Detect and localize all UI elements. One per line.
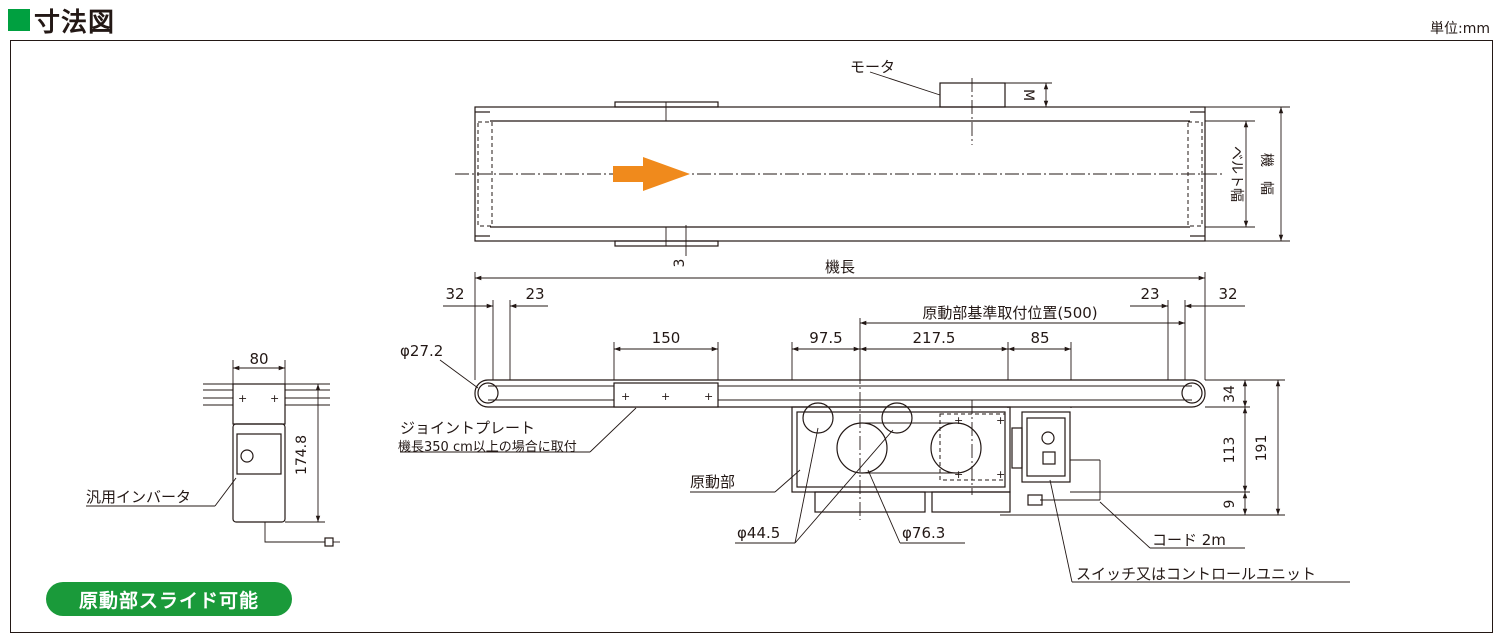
drive-slidable-badge: 原動部スライド可能 [46, 582, 292, 616]
svg-text:+: + [996, 468, 1005, 481]
inverter-bracket [232, 383, 286, 425]
inverter-plug-icon [324, 537, 334, 547]
cord-label: コード 2m [1152, 531, 1226, 549]
dim-34-label: 34 [1222, 385, 1238, 403]
unit-label: 単位:mm [1430, 21, 1490, 37]
drive-unit-body [791, 406, 1011, 493]
belt-width-label: ベルト幅 [1228, 146, 1244, 202]
svg-text:+: + [704, 390, 713, 403]
svg-text:+: + [621, 390, 630, 403]
inverter-view: + + 80 174.8 汎用インバータ [86, 350, 340, 547]
dim-9-label: 9 [1222, 500, 1238, 509]
svg-text:+: + [996, 414, 1005, 427]
drive-unit-label: 原動部 [690, 473, 735, 491]
dim-23-left-label: 23 [525, 285, 544, 303]
pulley-44-5-left [802, 402, 834, 434]
svg-text:+: + [954, 414, 963, 427]
joint-plate-label: ジョイントプレート [400, 419, 535, 437]
dim-23-right-label: 23 [1140, 285, 1159, 303]
dim-85-label: 85 [1030, 329, 1049, 347]
dim-150-label: 150 [652, 329, 681, 347]
svg-text:+: + [661, 390, 670, 403]
dim-191-label: 191 [1254, 435, 1270, 462]
green-square-icon [8, 9, 30, 31]
dim-m-label: M [1020, 89, 1036, 101]
diagram-title: 寸法図 [34, 7, 116, 38]
dim-217-5-label: 217.5 [913, 329, 956, 347]
phi-44-5-label: φ44.5 [737, 524, 780, 542]
mount-position-label: 原動部基準取付位置(500) [922, 304, 1097, 322]
machine-width-label: 機 幅 [1258, 153, 1274, 195]
machine-length-label: 機長 [825, 258, 855, 276]
top-view: モータ M 3 ベルト幅 機 幅 [455, 58, 1290, 267]
dim-80-label: 80 [249, 350, 268, 368]
dim-32-right-label: 32 [1218, 285, 1237, 303]
inverter-knob-icon [240, 449, 254, 463]
phi-76-3-label: φ76.3 [902, 524, 945, 542]
drawing-frame [10, 40, 1493, 633]
joint-plate [613, 382, 719, 408]
svg-text:+: + [270, 392, 279, 405]
inverter-label: 汎用インバータ [86, 488, 191, 506]
dim-3-label: 3 [672, 259, 688, 268]
inverter-body [232, 423, 286, 523]
conveyor-frame-side [474, 379, 1206, 408]
diagram-heading: 寸法図 [8, 4, 116, 38]
conveying-direction-arrow-icon [613, 157, 690, 191]
dim-97-5-label: 97.5 [809, 329, 842, 347]
motor-leader [869, 71, 941, 96]
motor-label: モータ [850, 58, 895, 76]
svg-text:+: + [954, 468, 963, 481]
side-view: 機長 32 23 23 32 原動部基準取付位置(500) 150 97.5 2… [398, 258, 1350, 583]
switch-indicator-icon [1041, 431, 1055, 445]
dim-113-label: 113 [1222, 437, 1238, 464]
svg-text:+: + [238, 392, 247, 405]
switch-unit-box [1021, 411, 1071, 483]
motor-body [939, 82, 1006, 108]
switch-toggle-icon [1042, 451, 1056, 465]
dim-32-left-label: 32 [445, 285, 464, 303]
phi-27-2-label: φ27.2 [400, 342, 443, 360]
dim-174-8-label: 174.8 [294, 435, 310, 475]
pulley-left [477, 382, 499, 404]
pulley-44-5-right [881, 402, 913, 434]
joint-plate-note: 機長350 cm以上の場合に取付 [398, 440, 577, 455]
switch-unit-label: スイッチ又はコントロールユニット [1076, 565, 1316, 583]
pulley-right [1181, 382, 1203, 404]
